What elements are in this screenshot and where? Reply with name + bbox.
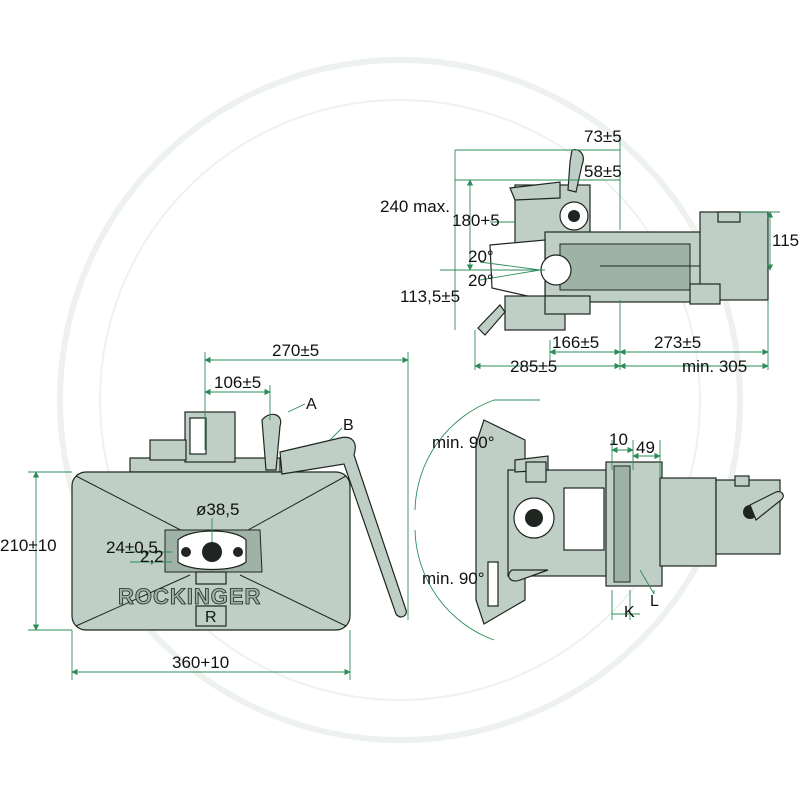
angle-min-90-bottom: min. 90° bbox=[422, 569, 485, 588]
dim-180: 180+5 bbox=[452, 211, 500, 230]
side-view: 73±5 58±5 240 max. 180+5 115 20° 20° 113… bbox=[380, 127, 799, 376]
angle-20-bottom: 20° bbox=[468, 271, 494, 290]
front-view-dimension-lines bbox=[28, 352, 409, 680]
dim-73: 73±5 bbox=[584, 127, 622, 146]
dim-58: 58±5 bbox=[584, 162, 622, 181]
label-b: B bbox=[343, 417, 354, 434]
dim-210: 210±10 bbox=[0, 536, 57, 555]
top-view-dimension-lines bbox=[414, 399, 661, 641]
dim-113-5: 113,5±5 bbox=[400, 287, 460, 306]
rockinger-brand: ROCKINGER bbox=[118, 584, 261, 609]
dim-166: 166±5 bbox=[552, 333, 599, 352]
emblem-letter: R bbox=[205, 609, 217, 626]
label-l: L bbox=[650, 593, 659, 610]
dim-diameter-38-5: ø38,5 bbox=[196, 500, 239, 519]
dim-24: 24±0,5 bbox=[106, 538, 158, 557]
front-view-body: ROCKINGER R bbox=[71, 411, 407, 631]
side-view-body bbox=[477, 149, 769, 336]
top-view-body bbox=[475, 419, 784, 625]
dim-240-max: 240 max. bbox=[380, 197, 450, 216]
angle-min-90-top: min. 90° bbox=[432, 433, 495, 452]
dim-min-305: min. 305 bbox=[682, 357, 747, 376]
dim-360: 360+10 bbox=[172, 653, 229, 672]
dim-106: 106±5 bbox=[214, 373, 261, 392]
dim-10: 10 bbox=[609, 430, 628, 449]
dim-2-2: 2,2 bbox=[140, 547, 164, 566]
angle-20-top: 20° bbox=[468, 247, 494, 266]
front-view: ROCKINGER R 270±5 106±5 ø38,5 bbox=[0, 341, 409, 680]
label-a: A bbox=[306, 396, 317, 413]
dim-270: 270±5 bbox=[272, 341, 319, 360]
side-view-dimension-lines bbox=[440, 135, 780, 370]
dim-273: 273±5 bbox=[654, 333, 701, 352]
side-view-dimension-labels: 73±5 58±5 240 max. 180+5 115 20° 20° 113… bbox=[380, 127, 799, 376]
watermark bbox=[57, 57, 743, 743]
label-k: K bbox=[624, 604, 635, 621]
dim-115: 115 bbox=[772, 231, 799, 250]
top-view-dimension-labels: min. 90° min. 90° 10 49 K L bbox=[422, 430, 659, 621]
dim-49: 49 bbox=[636, 438, 655, 457]
dim-285: 285±5 bbox=[510, 357, 557, 376]
front-view-dimension-labels: 270±5 106±5 ø38,5 210±10 24±0,5 2,2 360+… bbox=[0, 341, 354, 672]
top-view: min. 90° min. 90° 10 49 K L bbox=[414, 399, 784, 641]
